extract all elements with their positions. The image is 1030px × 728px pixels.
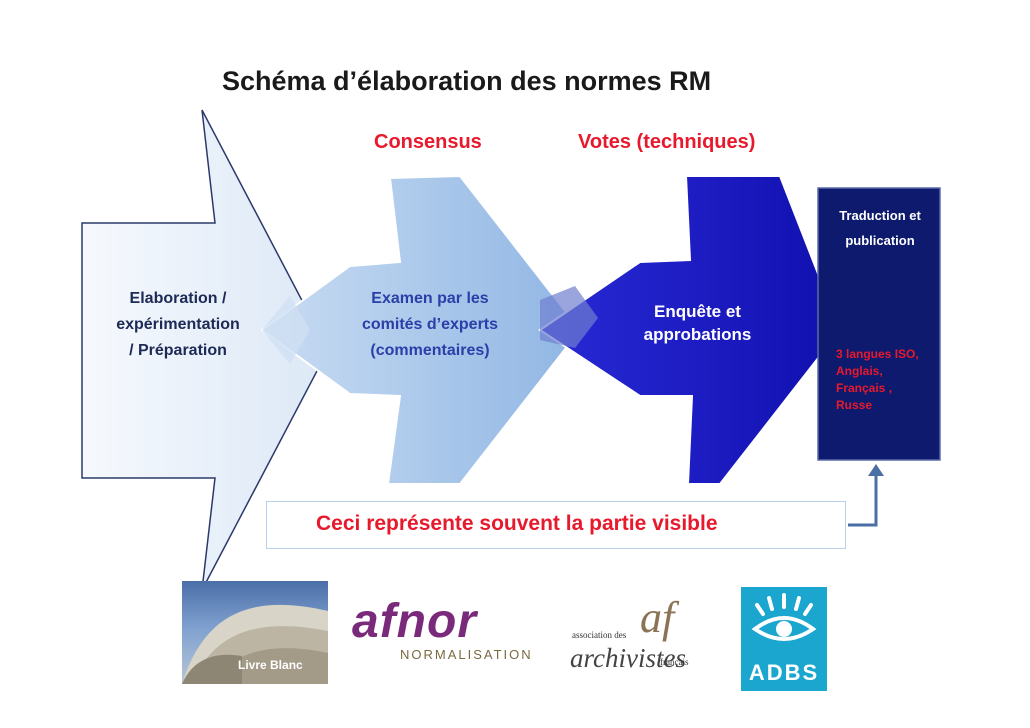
page-title: Schéma d’élaboration des normes RM: [222, 66, 712, 96]
livre-blanc-logo: [182, 581, 328, 684]
livre-blanc-caption: Livre Blanc: [238, 658, 303, 672]
adbs-wordmark: ADBS: [748, 660, 820, 685]
consensus-label: Consensus: [374, 131, 482, 153]
step2-label: Examen par les comités d’experts (commen…: [330, 286, 530, 364]
step3-line1: Enquête et: [654, 302, 741, 321]
step3-label: Enquête et approbations: [610, 300, 785, 346]
aaf-association-text: association des: [572, 630, 627, 640]
sail-roof-icon: [182, 604, 328, 684]
overlap-diamond-left: [262, 296, 310, 364]
visible-note-box: [266, 501, 846, 549]
afnor-logo: afnor: [352, 595, 477, 648]
overlap-diamond: [540, 286, 598, 348]
connector-arrowhead: [868, 464, 884, 476]
language-item: Anglais,: [836, 364, 883, 378]
aaf-archivistes-text: archivistes: [570, 643, 686, 673]
languages-list: 3 langues ISO, Anglais, Français , Russe: [836, 346, 940, 414]
step3-line2: approbations: [643, 325, 752, 344]
aaf-francais-text: français: [660, 657, 689, 667]
step1-arrow: [81, 109, 329, 591]
aaf-monogram: af: [640, 593, 675, 642]
visible-note: Ceci représente souvent la partie visibl…: [316, 512, 718, 535]
publication-box: [817, 187, 941, 461]
step2-line3: (commentaires): [370, 342, 490, 359]
step1-line3: / Préparation: [129, 342, 227, 359]
step1-label: Elaboration / expérimentation / Préparat…: [88, 286, 268, 364]
step2-line2: comités d’experts: [361, 316, 499, 333]
step1-line2: expérimentation: [116, 316, 240, 333]
connector-line: [848, 474, 878, 527]
afnor-subtitle: NORMALISATION: [400, 647, 533, 662]
language-item: Russe: [836, 398, 873, 412]
step2-line1: Examen par les: [371, 290, 489, 307]
publication-title-line1: Traduction et: [839, 208, 921, 223]
language-item: Français ,: [836, 381, 893, 395]
publication-title: Traduction et publication: [820, 203, 940, 253]
eye-icon: [751, 593, 817, 641]
adbs-logo: [741, 587, 827, 691]
votes-label: Votes (techniques): [578, 131, 756, 153]
publication-title-line2: publication: [845, 233, 915, 248]
step1-line1: Elaboration /: [129, 290, 227, 307]
language-item: 3 langues ISO,: [836, 347, 919, 361]
